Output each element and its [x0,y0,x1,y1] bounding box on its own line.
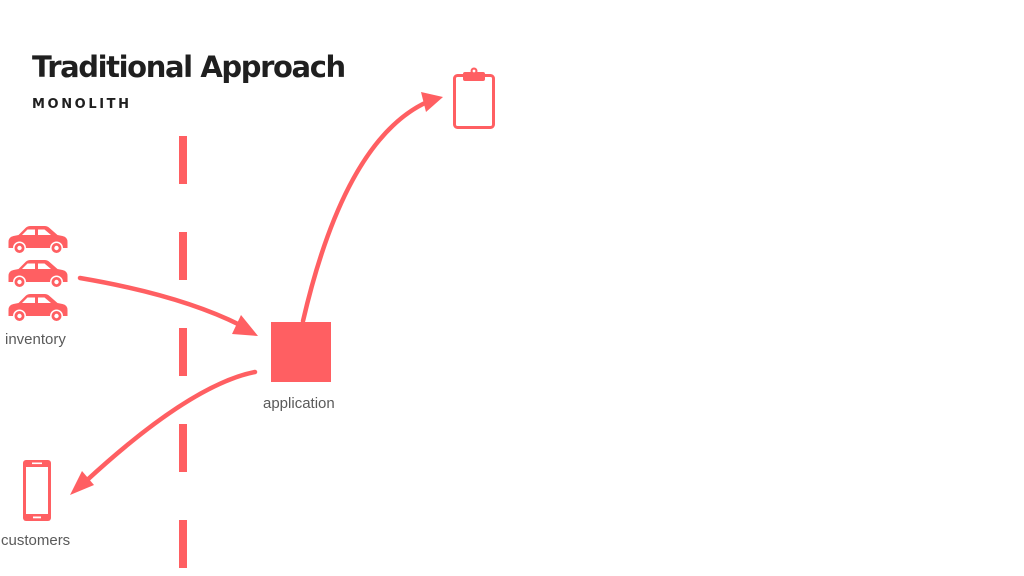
arrowhead-application [232,315,258,336]
car-icon [8,294,68,323]
inventory-group [8,226,68,323]
phone-icon [23,460,51,521]
car-icon [8,260,68,289]
arrowhead-clipboard [421,92,443,112]
application-label: application [263,395,335,412]
car-icon [8,226,68,255]
customers-label: customers [1,532,71,549]
slide-subtitle: MONOLITH [32,97,132,112]
inventory-label: inventory [5,331,66,348]
arrow-application-to-customers [82,369,258,485]
arrow-inventory-to-application [77,275,243,328]
application-box [271,322,331,382]
slide-title: Traditional Approach [32,50,346,84]
arrowhead-customers [70,471,94,495]
arrow-application-to-clipboard [300,99,430,324]
clipboard-icon [453,67,495,129]
